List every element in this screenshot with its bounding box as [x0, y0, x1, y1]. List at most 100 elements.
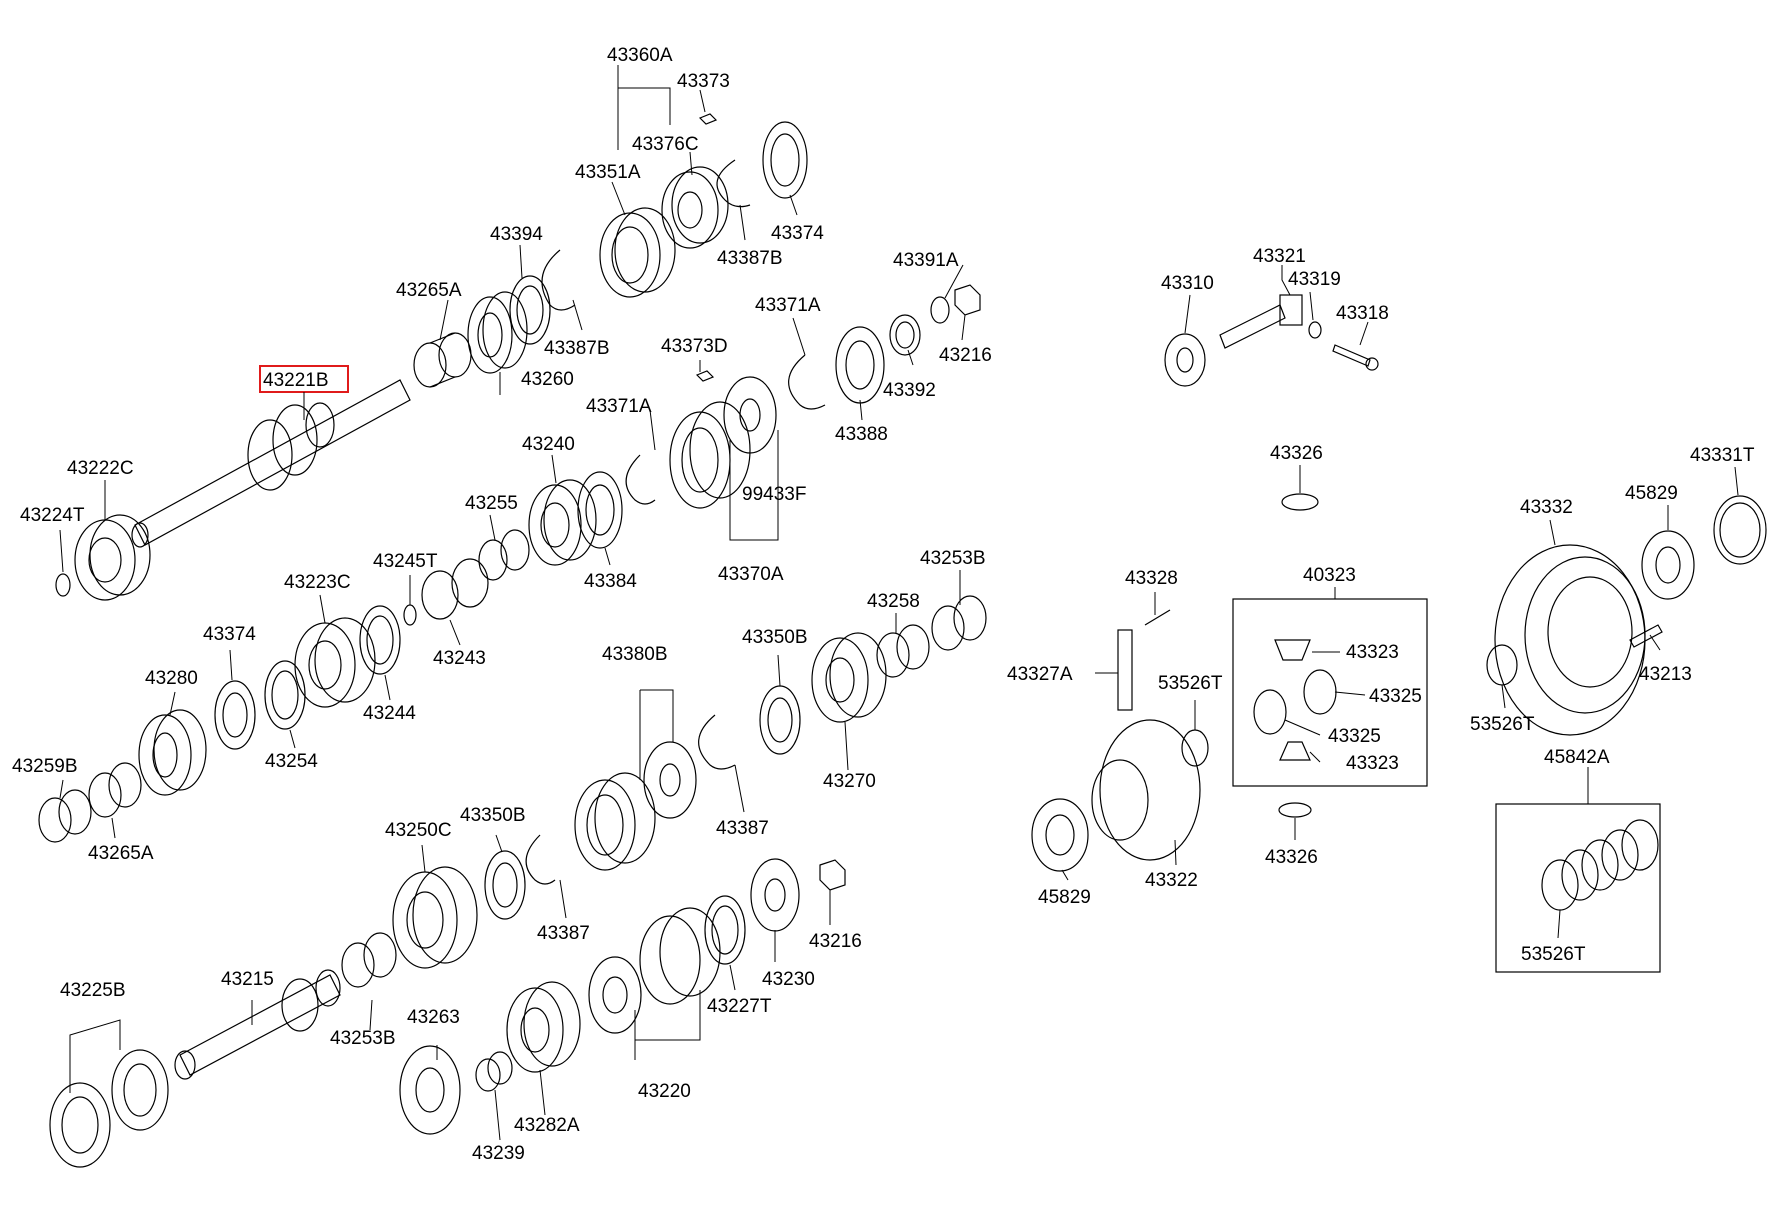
part-label[interactable]: 43322	[1145, 870, 1198, 891]
part-label[interactable]: 43222C	[67, 458, 134, 479]
gear-43270	[811, 632, 887, 723]
part-label[interactable]: 43326	[1270, 443, 1323, 464]
part-label[interactable]: 43223C	[284, 572, 351, 593]
bearing-43222C	[74, 514, 151, 601]
snapring-43371A	[788, 354, 826, 410]
part-label[interactable]: 53526T	[1470, 714, 1535, 735]
part-label[interactable]: 43387B	[544, 338, 610, 359]
snapring-43371A-b	[625, 454, 656, 505]
part-label[interactable]: 43240	[522, 434, 575, 455]
part-label[interactable]: 43371A	[755, 295, 821, 316]
part-label[interactable]: 43318	[1336, 303, 1389, 324]
part-label[interactable]: 40323	[1303, 565, 1356, 586]
part-label[interactable]: 43387	[716, 818, 769, 839]
part-label[interactable]: 43244	[363, 703, 416, 724]
part-label[interactable]: 45829	[1625, 483, 1678, 504]
gear-43323-top	[1274, 639, 1311, 661]
part-label[interactable]: 43325	[1328, 726, 1381, 747]
part-label[interactable]: 43225B	[60, 980, 126, 1001]
part-label[interactable]: 43280	[145, 668, 198, 689]
part-label[interactable]: 43380B	[602, 644, 668, 665]
part-label[interactable]: 43326	[1265, 847, 1318, 868]
collar-43243	[421, 558, 489, 620]
part-label[interactable]: 43216	[809, 931, 862, 952]
gear-43280	[138, 709, 207, 796]
part-label[interactable]: 43374	[771, 223, 824, 244]
part-label[interactable]: 53526T	[1521, 944, 1586, 965]
washer-43391A	[930, 296, 950, 324]
part-label[interactable]: 43370A	[718, 564, 784, 585]
part-label[interactable]: 43374	[203, 624, 256, 645]
part-label[interactable]: 43265A	[396, 280, 462, 301]
part-label[interactable]: 43350B	[742, 627, 808, 648]
part-label[interactable]: 43332	[1520, 497, 1573, 518]
part-label[interactable]: 43250C	[385, 820, 452, 841]
part-label[interactable]: 43216	[939, 345, 992, 366]
sleeve-43380B	[574, 772, 656, 871]
part-label[interactable]: 43213	[1639, 664, 1692, 685]
part-label[interactable]: 43270	[823, 771, 876, 792]
pin-43328	[1144, 609, 1171, 626]
part-label[interactable]: 45829	[1038, 887, 1091, 908]
part-label[interactable]: 43263	[407, 1007, 460, 1028]
part-label[interactable]: 43310	[1161, 273, 1214, 294]
ring-43227T	[704, 895, 746, 965]
part-label[interactable]: 43394	[490, 224, 543, 245]
part-label[interactable]: 43323	[1346, 642, 1399, 663]
part-label[interactable]: 43327A	[1007, 664, 1073, 685]
part-label[interactable]: 43392	[883, 380, 936, 401]
part-label[interactable]: 43220	[638, 1081, 691, 1102]
part-label[interactable]: 43360A	[607, 45, 673, 66]
part-label[interactable]: 53526T	[1158, 673, 1223, 694]
part-label[interactable]: 43388	[835, 424, 888, 445]
part-label[interactable]: 43376C	[632, 134, 699, 155]
part-label[interactable]: 43227T	[707, 996, 772, 1017]
part-label[interactable]: 99433F	[742, 484, 806, 505]
part-label[interactable]: 43328	[1125, 568, 1178, 589]
bearing-43223C	[294, 617, 376, 708]
bearing-43225B	[49, 1049, 169, 1168]
leader-lines	[59, 65, 1739, 1141]
snapring-43387	[698, 714, 736, 770]
part-label[interactable]: 43258	[867, 591, 920, 612]
part-label[interactable]: 45842A	[1544, 747, 1610, 768]
part-label[interactable]: 43387	[537, 923, 590, 944]
part-label[interactable]: 43245T	[373, 551, 438, 572]
part-label[interactable]: 43323	[1346, 753, 1399, 774]
part-label[interactable]: 43384	[584, 571, 637, 592]
ring-43384	[577, 471, 623, 549]
part-label[interactable]: 43391A	[893, 250, 959, 271]
part-label[interactable]: 43371A	[586, 396, 652, 417]
part-label[interactable]: 43230	[762, 969, 815, 990]
part-label[interactable]: 43351A	[575, 162, 641, 183]
part-label[interactable]: 43282A	[514, 1115, 580, 1136]
part-label[interactable]: 43253B	[330, 1028, 396, 1049]
part-label[interactable]: 43373D	[661, 336, 728, 357]
key-43373D	[695, 370, 715, 382]
part-label[interactable]: 43224T	[20, 505, 85, 526]
part-label[interactable]: 43215	[221, 969, 274, 990]
part-label[interactable]: 43387B	[717, 248, 783, 269]
key-43373	[698, 113, 718, 125]
bearing-43265A	[88, 762, 142, 818]
part-label[interactable]: 43325	[1369, 686, 1422, 707]
part-label[interactable]: 43265A	[88, 843, 154, 864]
part-label[interactable]: 43253B	[920, 548, 986, 569]
ring-43388	[835, 326, 885, 404]
part-label[interactable]: 43319	[1288, 269, 1341, 290]
part-label[interactable]: 43321	[1253, 246, 1306, 267]
snapring-43387B-top	[716, 159, 751, 208]
part-label[interactable]: 43331T	[1690, 445, 1755, 466]
part-label[interactable]: 43239	[472, 1143, 525, 1164]
part-label[interactable]: 43243	[433, 648, 486, 669]
part-label[interactable]: 43373	[677, 71, 730, 92]
part-labels: 43360A 43373 43376C 43351A 43374 43387B …	[12, 45, 1755, 1164]
part-label[interactable]: 43254	[265, 751, 318, 772]
part-label[interactable]: 43259B	[12, 756, 78, 777]
bushing-43239	[475, 1051, 513, 1092]
part-label[interactable]: 43255	[465, 493, 518, 514]
part-label[interactable]: 43221B	[263, 370, 329, 391]
ring-43394	[509, 275, 551, 345]
part-label[interactable]: 43350B	[460, 805, 526, 826]
part-label[interactable]: 43260	[521, 369, 574, 390]
